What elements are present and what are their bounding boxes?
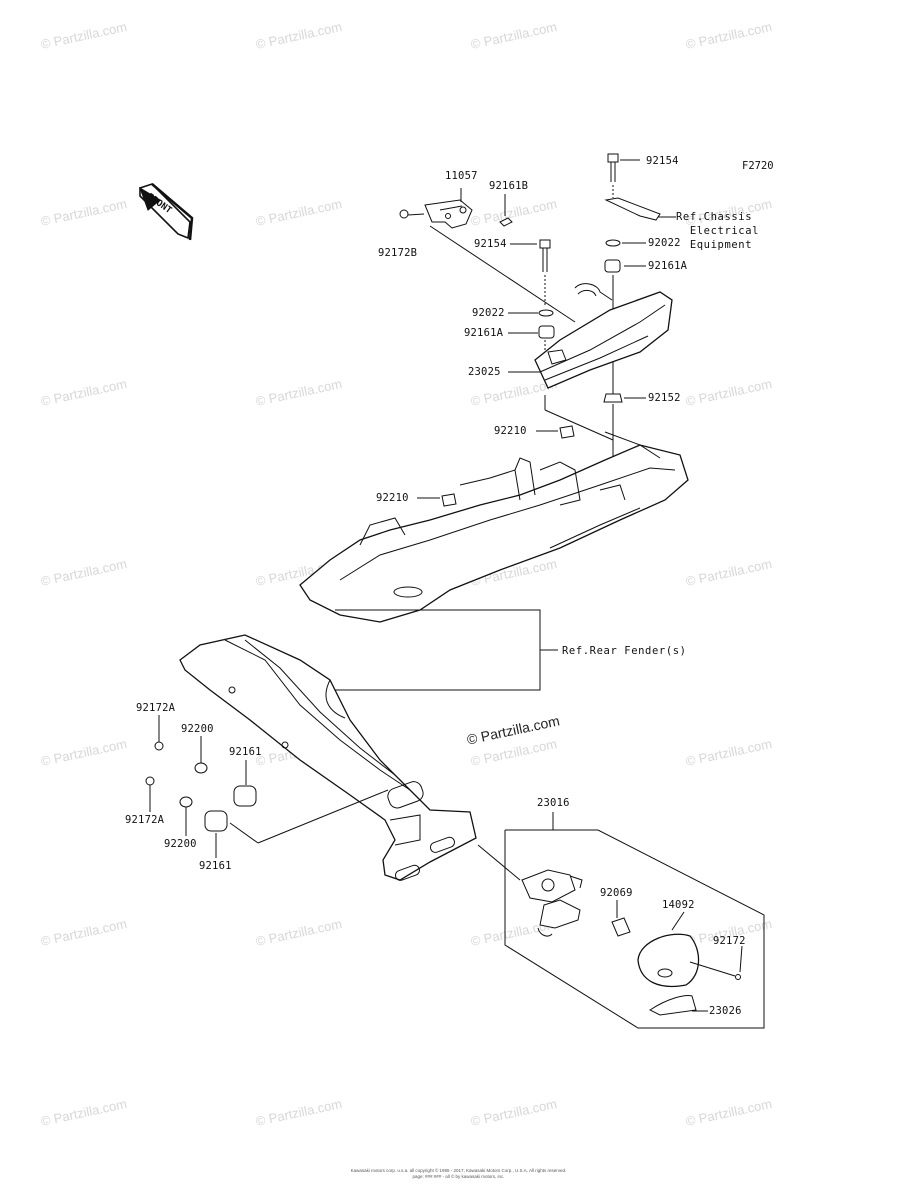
label-92161-upper: 92161: [229, 746, 262, 758]
label-92154-mid: 92154: [474, 238, 507, 250]
label-92172a-lower: 92172A: [125, 814, 165, 826]
label-92200-lower: 92200: [164, 838, 197, 850]
label-92172: 92172: [713, 935, 746, 947]
bolt-92154-mid: [539, 239, 551, 272]
label-11057: 11057: [445, 170, 478, 182]
license-plate-bracket: [179, 634, 477, 881]
strap: [604, 197, 661, 221]
grommet-92161a-right: [604, 259, 621, 273]
nut-92152: [603, 393, 623, 403]
bulb-92069: [611, 900, 631, 937]
washer-92200-upper: [194, 762, 208, 774]
label-92210-upper: 92210: [494, 425, 527, 437]
ref-rear-fender: Ref.Rear Fender(s): [562, 645, 687, 657]
footer-line-1: Kawasaki motors corp. u.s.a. all copyrig…: [350, 1168, 567, 1173]
label-92152: 92152: [648, 392, 681, 404]
label-92161b: 92161B: [489, 180, 529, 192]
label-92154-top: 92154: [646, 155, 679, 167]
grommet-92161a-left: [538, 325, 555, 339]
lens-14092: [637, 911, 700, 988]
bracket-11057: [424, 199, 473, 229]
ref-chassis-electrical: Ref.Chassis Electrical Equipment: [676, 211, 760, 251]
rear-fender-assembly: [299, 431, 689, 623]
clip-92210-b: [441, 493, 457, 507]
label-92161-lower: 92161: [199, 860, 232, 872]
label-92161a-right: 92161A: [648, 260, 688, 272]
copyright-footer: Kawasaki motors corp. u.s.a. all copyrig…: [0, 1168, 917, 1180]
front-arrow-icon: [139, 183, 194, 241]
clip-92210-a: [559, 425, 575, 439]
label-92161a-left: 92161A: [464, 327, 504, 339]
bolt-92154-top: [607, 153, 619, 182]
reflector-23026: [649, 995, 697, 1016]
label-92022-right: 92022: [648, 237, 681, 249]
washer-92022-right: [605, 239, 621, 247]
label-92210-lower: 92210: [376, 492, 409, 504]
grommet-92161-upper: [233, 785, 257, 807]
bolt-92172a-upper: [154, 741, 164, 751]
grommet-92161-lower: [204, 810, 228, 832]
label-14092: 14092: [662, 899, 695, 911]
bolt-92172b: [399, 209, 409, 219]
clip-92161b: [499, 217, 513, 227]
washer-92200-lower: [179, 796, 193, 808]
label-23016: 23016: [537, 797, 570, 809]
label-23025: 23025: [468, 366, 501, 378]
label-92069: 92069: [600, 887, 633, 899]
label-92172a-upper: 92172A: [136, 702, 176, 714]
bolt-92172a-lower: [145, 776, 155, 786]
label-92022-left: 92022: [472, 307, 505, 319]
washer-92022-left: [538, 309, 554, 317]
bulb-socket-assembly: [521, 869, 583, 937]
label-92172b: 92172B: [378, 247, 418, 259]
screw-92172: [735, 974, 741, 980]
tail-light-housing-23025: [534, 283, 673, 389]
label-92200-upper: 92200: [181, 723, 214, 735]
footer-line-2: page: ###.### - all © by kawasaki motors…: [412, 1174, 505, 1179]
label-23026: 23026: [709, 1005, 742, 1017]
figure-code: F2720: [742, 160, 774, 172]
